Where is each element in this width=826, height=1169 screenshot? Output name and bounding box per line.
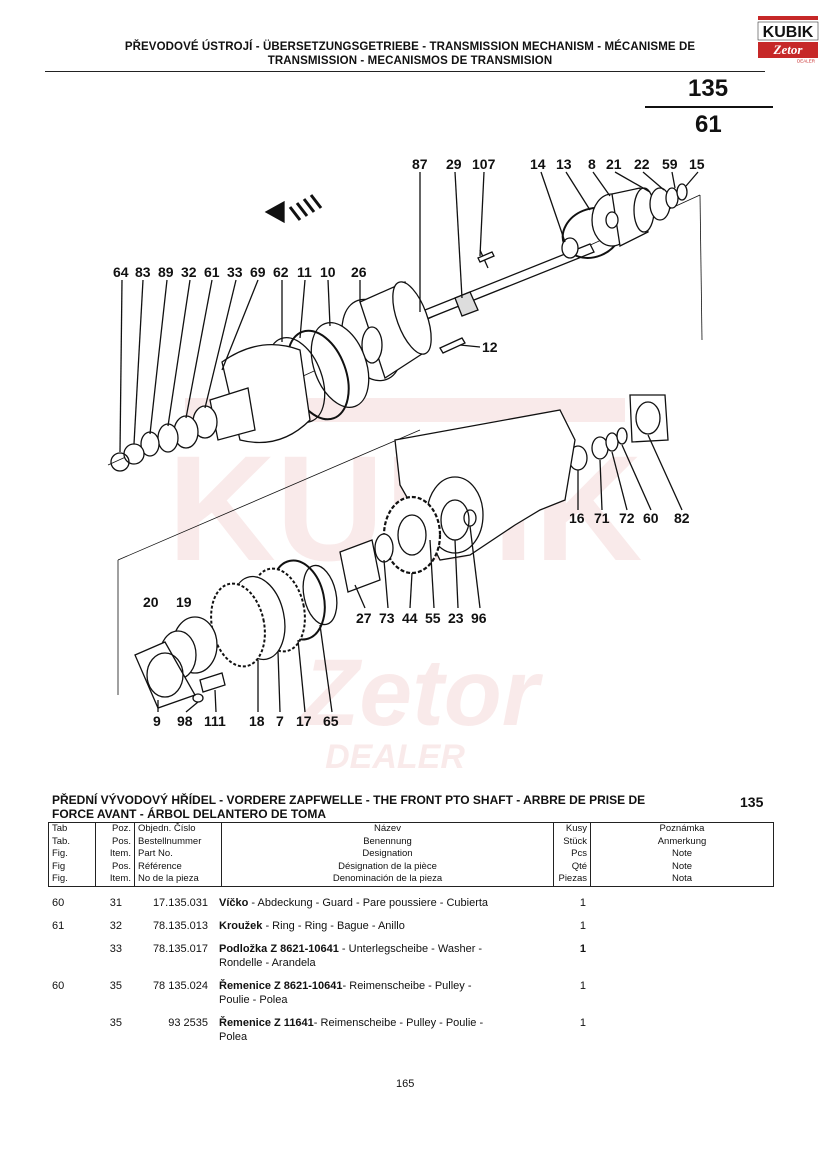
watermark-tag: DEALER bbox=[325, 738, 465, 776]
callout-7: 7 bbox=[276, 713, 284, 729]
row-position: 32 bbox=[109, 920, 122, 932]
callout-89: 89 bbox=[158, 264, 174, 280]
callout-9: 9 bbox=[153, 713, 161, 729]
row-description: Víčko - Abdeckung - Guard - Pare poussie… bbox=[219, 897, 489, 909]
page-number-top: 135 bbox=[688, 75, 729, 102]
callout-73: 73 bbox=[379, 610, 395, 626]
row-position: 35 bbox=[109, 1017, 122, 1029]
callout-20: 20 bbox=[143, 594, 159, 610]
section-title-line-2: FORCE AVANT - ÁRBOL DELANTERO DE TOMA bbox=[52, 807, 326, 821]
row-position: 33 bbox=[109, 943, 122, 955]
row-position: 31 bbox=[109, 897, 122, 909]
row-part-number: 78.135.013 bbox=[152, 920, 208, 932]
section-title-line-1: PŘEDNÍ VÝVODOVÝ HŘÍDEL - VORDERE ZAPFWEL… bbox=[52, 793, 646, 807]
page-number-bottom: 61 bbox=[695, 111, 722, 138]
callout-8: 8 bbox=[588, 156, 596, 172]
row-quantity: 1 bbox=[579, 920, 586, 932]
section-title: PŘEDNÍ VÝVODOVÝ HŘÍDEL - VORDERE ZAPFWEL… bbox=[52, 793, 712, 821]
callout-98: 98 bbox=[177, 713, 193, 729]
callout-69: 69 bbox=[250, 264, 266, 280]
section-number: 135 bbox=[740, 794, 764, 810]
header-divider bbox=[45, 71, 765, 72]
callout-10: 10 bbox=[320, 264, 336, 280]
callout-16: 16 bbox=[569, 510, 585, 526]
callout-26: 26 bbox=[351, 264, 367, 280]
callout-83: 83 bbox=[135, 264, 151, 280]
flange-82 bbox=[629, 394, 669, 443]
callout-29: 29 bbox=[446, 156, 462, 172]
direction-arrow bbox=[264, 194, 323, 224]
logo-sub-text: Zetor bbox=[773, 42, 804, 57]
callout-12: 12 bbox=[482, 339, 498, 355]
callout-44: 44 bbox=[402, 610, 418, 626]
col-pozice: Poz.Pos.Item.Pos.Item. bbox=[95, 822, 135, 887]
callout-62: 62 bbox=[273, 264, 289, 280]
callout-27: 27 bbox=[356, 610, 372, 626]
callout-22: 22 bbox=[634, 156, 650, 172]
page-number-divider bbox=[645, 106, 773, 108]
row-description: Podložka Z 8621-10641 - Unterlegscheibe … bbox=[219, 943, 483, 969]
kubik-zetor-logo: KUBIK Zetor DEALER bbox=[757, 16, 819, 64]
footer-page-number: 165 bbox=[396, 1078, 415, 1090]
housing-62 bbox=[209, 344, 311, 444]
row-part-number: 78 135.024 bbox=[152, 980, 208, 992]
logo-brand-text: KUBIK bbox=[763, 24, 814, 41]
exploded-parts-diagram: KUBIK Zetor DEALER bbox=[107, 156, 705, 776]
page-header-title: PŘEVODOVÉ ÚSTROJÍ - ÜBERSETZUNGSGETRIEBE… bbox=[60, 40, 760, 68]
row-part-number: 78.135.017 bbox=[152, 943, 208, 955]
row-quantity: 1 bbox=[579, 943, 586, 955]
callout-19: 19 bbox=[176, 594, 192, 610]
callout-21: 21 bbox=[606, 156, 622, 172]
callout-64: 64 bbox=[113, 264, 129, 280]
callout-72: 72 bbox=[619, 510, 635, 526]
callout-18: 18 bbox=[249, 713, 265, 729]
row-description: Řemenice Z 11641- Reimenscheibe - Pulley… bbox=[219, 1017, 484, 1043]
callout-87: 87 bbox=[412, 156, 428, 172]
row-tab: 61 bbox=[52, 920, 65, 932]
row-tab: 60 bbox=[52, 980, 65, 992]
callout-32: 32 bbox=[181, 264, 197, 280]
callout-33: 33 bbox=[227, 264, 243, 280]
callout-55: 55 bbox=[425, 610, 441, 626]
callout-23: 23 bbox=[448, 610, 464, 626]
callout-60: 60 bbox=[643, 510, 659, 526]
row-tab: 60 bbox=[52, 897, 65, 909]
callout-13: 13 bbox=[556, 156, 572, 172]
callout-17: 17 bbox=[296, 713, 312, 729]
row-quantity: 1 bbox=[579, 1017, 586, 1029]
watermark-sub: Zetor bbox=[298, 640, 544, 746]
callout-61: 61 bbox=[204, 264, 220, 280]
callout-11: 11 bbox=[297, 264, 312, 280]
header-title-line-2: TRANSMISSION - MECANISMOS DE TRANSMISION bbox=[267, 55, 553, 67]
callout-14: 14 bbox=[530, 156, 546, 172]
clutch-drum-26 bbox=[341, 281, 432, 382]
callout-59: 59 bbox=[662, 156, 678, 172]
header-title-line-1: PŘEVODOVÉ ÚSTROJÍ - ÜBERSETZUNGSGETRIEBE… bbox=[124, 41, 696, 53]
callout-111: 111 bbox=[204, 713, 226, 729]
row-part-number: 93 2535 bbox=[168, 1017, 208, 1029]
row-description: Kroužek - Ring - Ring - Bague - Anillo bbox=[219, 920, 405, 932]
row-quantity: 1 bbox=[579, 980, 586, 992]
row-part-number: 17.135.031 bbox=[152, 897, 208, 909]
row-description: Řemenice Z 8621-10641- Reimenscheibe - P… bbox=[219, 980, 472, 1006]
callout-107: 107 bbox=[472, 156, 496, 172]
callout-15: 15 bbox=[689, 156, 705, 172]
callout-labels: 87 29 107 14 13 8 21 22 59 15 64 83 89 3… bbox=[113, 156, 705, 729]
callout-71: 71 bbox=[594, 510, 610, 526]
gear-8 bbox=[591, 187, 655, 247]
callout-96: 96 bbox=[471, 610, 487, 626]
row-quantity: 1 bbox=[579, 897, 586, 909]
callout-65: 65 bbox=[323, 713, 339, 729]
callout-82: 82 bbox=[674, 510, 690, 526]
row-position: 35 bbox=[109, 980, 122, 992]
logo-tag-text: DEALER bbox=[797, 59, 816, 64]
